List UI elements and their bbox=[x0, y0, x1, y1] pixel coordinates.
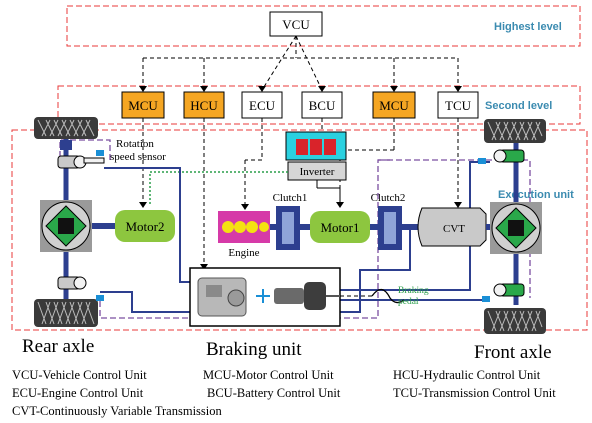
hcu-box bbox=[183, 91, 225, 119]
brake-pedal-icon bbox=[371, 288, 405, 304]
inverter-label: Inverter bbox=[300, 166, 335, 178]
ecu-box bbox=[241, 91, 283, 119]
rotation-sensor-label-2: speed sensor bbox=[110, 151, 166, 163]
legend-tcu: TCU-Transmission Control Unit bbox=[393, 386, 556, 400]
bcu-box bbox=[301, 91, 343, 119]
execution-unit-frame bbox=[11, 129, 588, 331]
front-axle-caption: Front axle bbox=[474, 342, 552, 363]
braking-unit-caption: Braking unit bbox=[206, 339, 302, 360]
legend-ecu: ECU-Engine Control Unit bbox=[12, 386, 144, 400]
motor2-box bbox=[115, 210, 175, 242]
execution-unit-label: Execution unit bbox=[498, 189, 574, 201]
bcu-label: BCU bbox=[309, 98, 336, 113]
clutch1-label: Clutch1 bbox=[273, 192, 308, 204]
legend-vcu: VCU-Vehicle Control Unit bbox=[12, 368, 147, 382]
front-top-wheel-icon bbox=[484, 119, 546, 143]
mcu-left-box bbox=[121, 91, 165, 119]
mcu-right-label: MCU bbox=[379, 98, 409, 113]
front-differential-icon bbox=[490, 202, 542, 254]
braking-pedal-label-1: Braking bbox=[398, 286, 429, 296]
sensor-signal-line bbox=[59, 139, 111, 160]
ecu-label: ECU bbox=[249, 98, 276, 113]
rear-differential-icon bbox=[40, 200, 92, 252]
ac-power-line bbox=[149, 171, 288, 206]
motor1-label: Motor1 bbox=[321, 220, 360, 235]
clutch2-label: Clutch2 bbox=[371, 192, 406, 204]
rear-axle-caption: Rear axle bbox=[22, 336, 94, 357]
highest-level-label: Highest level bbox=[494, 21, 562, 33]
tcu-label: TCU bbox=[445, 98, 472, 113]
engine-icon bbox=[218, 211, 270, 243]
rotation-sensor-label-1: Rotation bbox=[116, 138, 154, 150]
legend-bcu: BCU-Battery Control Unit bbox=[207, 386, 341, 400]
hydraulic-unit-icon bbox=[197, 277, 247, 317]
vcu-label: VCU bbox=[282, 17, 310, 32]
braking-pedal-label-2: pedal bbox=[398, 297, 419, 307]
vcu-arrowheads bbox=[139, 86, 462, 92]
legend-hcu: HCU-Hydraulic Control Unit bbox=[393, 368, 541, 382]
hcu-label: HCU bbox=[190, 98, 218, 113]
legend-cvt: CVT-Continuously Variable Transmission bbox=[12, 404, 222, 418]
brake-signal-loop bbox=[99, 159, 390, 319]
control-arrowheads bbox=[139, 202, 462, 270]
master-cylinder-icon bbox=[274, 282, 340, 310]
rear-bottom-wheel-icon bbox=[34, 299, 98, 327]
front-bottom-hub-icon bbox=[482, 283, 525, 302]
clutch1-icon bbox=[276, 206, 300, 250]
mcu-left-label: MCU bbox=[128, 98, 158, 113]
front-bottom-wheel-icon bbox=[484, 308, 546, 334]
rear-top-hub-icon bbox=[57, 150, 105, 169]
engine-label: Engine bbox=[228, 247, 259, 259]
rear-top-wheel-icon bbox=[34, 117, 98, 139]
second-level-label: Second level bbox=[485, 100, 552, 112]
motor2-label: Motor2 bbox=[126, 219, 165, 234]
highest-level-frame bbox=[66, 5, 581, 47]
clutch2-icon bbox=[378, 206, 402, 250]
legend-mcu: MCU-Motor Control Unit bbox=[203, 368, 334, 382]
front-top-hub-icon bbox=[478, 149, 525, 164]
rear-bottom-hub-icon bbox=[57, 276, 104, 301]
motor1-box bbox=[310, 211, 370, 243]
cvt-label: CVT bbox=[443, 223, 465, 235]
vcu-box bbox=[269, 11, 323, 37]
vcu-links bbox=[142, 35, 459, 91]
mcu-right-box bbox=[372, 91, 416, 119]
